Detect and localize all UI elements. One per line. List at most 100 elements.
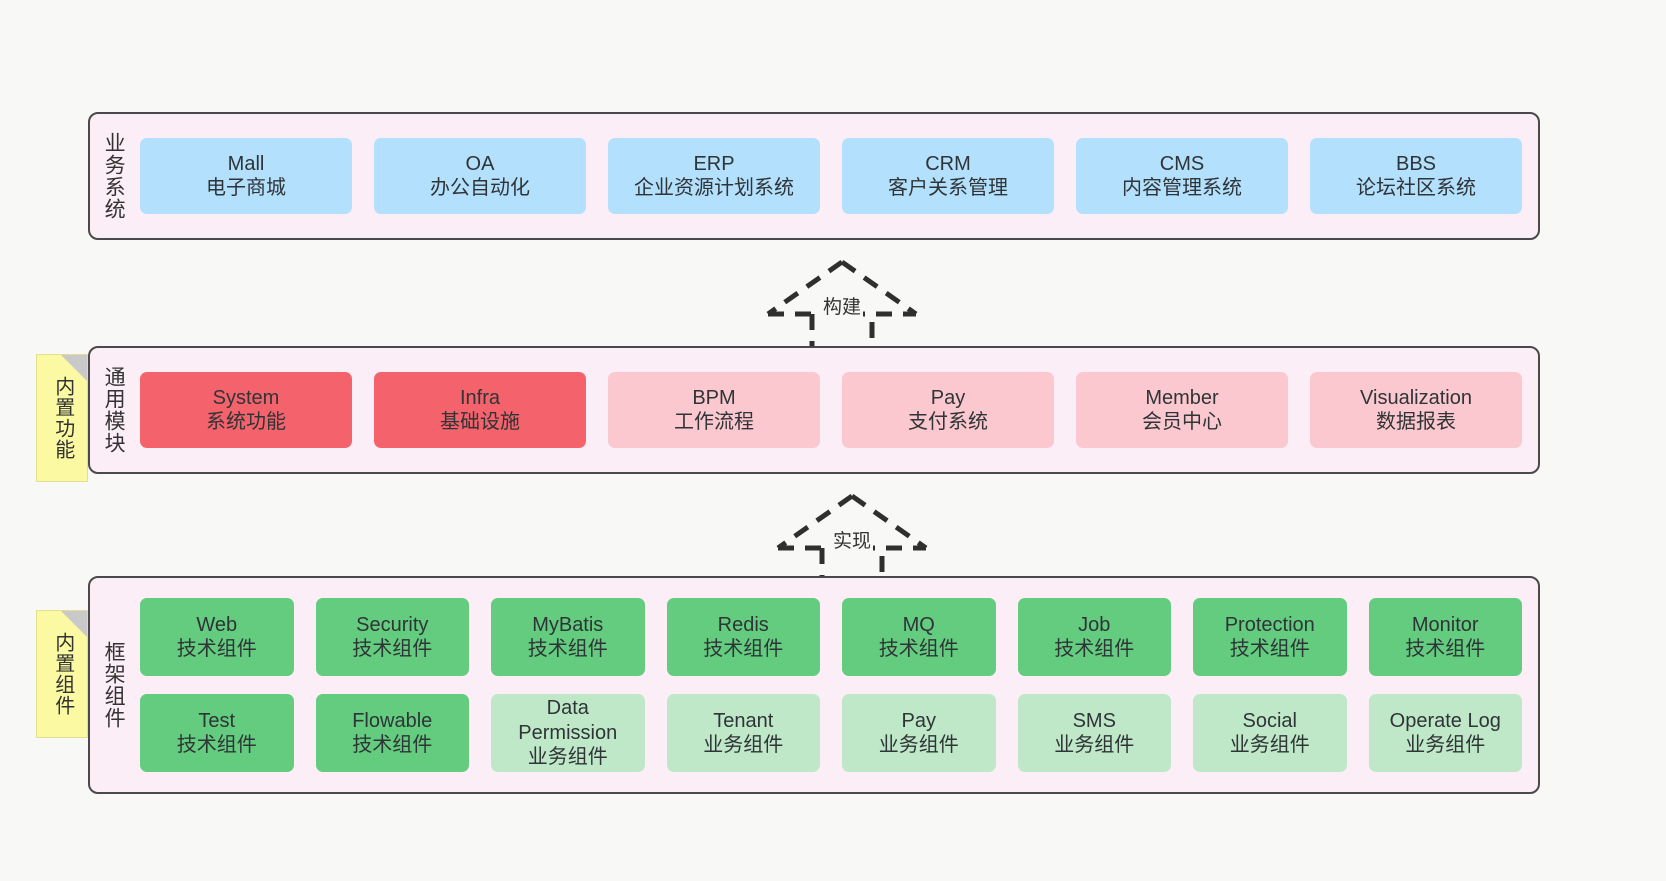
card-job[interactable]: Job 技术组件 [1017,598,1171,676]
card-title: Redis [717,613,769,636]
card-subtitle: 办公自动化 [430,177,530,199]
card-subtitle: 客户关系管理 [888,177,1008,199]
card-member[interactable]: Member 会员中心 [1076,372,1288,448]
card-flowable[interactable]: Flowable 技术组件 [315,694,469,772]
card-title: Mall [227,152,265,175]
card-data-permission[interactable]: Data Permission 业务组件 [491,694,645,772]
card-title: BPM [692,386,736,409]
card-oa[interactable]: OA 办公自动化 [374,138,586,214]
layer-common-modules: 通用模块 System 系统功能 Infra 基础设施 BPM 工作流程 Pay… [88,346,1540,474]
card-title: Data Permission [518,697,618,744]
card-test[interactable]: Test 技术组件 [140,694,294,772]
card-subtitle: 论坛社区系统 [1356,177,1476,199]
card-title: CMS [1159,152,1205,175]
card-title: Social [1242,709,1297,732]
card-cms[interactable]: CMS 内容管理系统 [1076,138,1288,214]
connector-build: 构建 [752,256,932,354]
card-subtitle: 企业资源计划系统 [634,177,794,199]
card-row: System 系统功能 Infra 基础设施 BPM 工作流程 Pay 支付系统… [140,372,1522,448]
card-subtitle: 技术组件 [527,638,608,660]
card-bbs[interactable]: BBS 论坛社区系统 [1310,138,1522,214]
note-builtin-component: 内置组件 [36,610,88,738]
card-title: Flowable [352,709,433,732]
card-subtitle: 数据报表 [1376,411,1456,433]
card-subtitle: 技术组件 [878,638,959,660]
card-subtitle: 工作流程 [674,411,754,433]
card-title: Tenant [713,709,774,732]
card-subtitle: 会员中心 [1142,411,1222,433]
card-erp[interactable]: ERP 企业资源计划系统 [608,138,820,214]
card-title: Monitor [1411,613,1479,636]
card-protection[interactable]: Protection 技术组件 [1193,598,1347,676]
layer-body-common-modules: System 系统功能 Infra 基础设施 BPM 工作流程 Pay 支付系统… [136,348,1538,472]
card-pay-business[interactable]: Pay 业务组件 [842,694,996,772]
card-title: Member [1145,386,1219,409]
connector-label-implement: 实现 [830,526,874,553]
card-subtitle: 业务组件 [1229,734,1310,756]
layer-body-business-system: Mall 电子商城 OA 办公自动化 ERP 企业资源计划系统 CRM 客户关系… [136,114,1538,238]
card-subtitle: 内容管理系统 [1122,177,1242,199]
card-title: Web [196,613,238,636]
card-operate-log[interactable]: Operate Log 业务组件 [1368,694,1522,772]
layer-label-framework-components: 框架组件 [102,641,126,729]
card-subtitle: 技术组件 [352,638,433,660]
card-subtitle: 业务组件 [878,734,959,756]
card-crm[interactable]: CRM 客户关系管理 [842,138,1054,214]
card-title: Pay [901,709,936,732]
card-bpm[interactable]: BPM 工作流程 [608,372,820,448]
card-mall[interactable]: Mall 电子商城 [140,138,352,214]
note-builtin-function: 内置功能 [36,354,88,482]
card-system[interactable]: System 系统功能 [140,372,352,448]
card-subtitle: 技术组件 [1054,638,1135,660]
card-title: CRM [925,152,971,175]
card-title: Pay [930,386,966,409]
card-title: Protection [1224,613,1315,636]
card-security[interactable]: Security 技术组件 [315,598,469,676]
card-title: Visualization [1360,386,1472,409]
card-subtitle: 技术组件 [176,638,257,660]
card-subtitle: 业务组件 [1405,734,1486,756]
card-title: Test [198,709,236,732]
card-subtitle: 系统功能 [206,411,286,433]
card-sms[interactable]: SMS 业务组件 [1017,694,1171,772]
card-subtitle: 业务组件 [527,746,608,769]
layer-label-common-modules: 通用模块 [102,366,126,454]
card-monitor[interactable]: Monitor 技术组件 [1368,598,1522,676]
card-web[interactable]: Web 技术组件 [140,598,294,676]
card-mybatis[interactable]: MyBatis 技术组件 [491,598,645,676]
card-title: OA [465,152,495,175]
card-row: Mall 电子商城 OA 办公自动化 ERP 企业资源计划系统 CRM 客户关系… [140,138,1522,214]
card-subtitle: 技术组件 [1229,638,1310,660]
card-mq[interactable]: MQ 技术组件 [842,598,996,676]
card-subtitle: 技术组件 [352,734,433,756]
card-subtitle: 技术组件 [176,734,257,756]
card-title: Operate Log [1389,709,1501,732]
layer-business-system: 业务系统 Mall 电子商城 OA 办公自动化 ERP 企业资源计划系统 CRM… [88,112,1540,240]
card-social[interactable]: Social 业务组件 [1193,694,1347,772]
card-title: MyBatis [532,613,604,636]
card-title: MQ [902,613,935,636]
card-subtitle: 业务组件 [1054,734,1135,756]
card-row: Web 技术组件 Security 技术组件 MyBatis 技术组件 Redi… [140,598,1522,676]
card-title: Job [1078,613,1111,636]
card-title: ERP [693,152,735,175]
card-subtitle: 业务组件 [703,734,784,756]
card-visualization[interactable]: Visualization 数据报表 [1310,372,1522,448]
card-subtitle: 基础设施 [440,411,520,433]
card-tenant[interactable]: Tenant 业务组件 [666,694,820,772]
card-subtitle: 电子商城 [206,177,286,199]
card-subtitle: 技术组件 [1405,638,1486,660]
note-fold-corner-icon [61,355,87,381]
card-row: Test 技术组件 Flowable 技术组件 Data Permission … [140,694,1522,772]
layer-framework-components: 框架组件 Web 技术组件 Security 技术组件 MyBatis 技术组件… [88,576,1540,794]
card-infra[interactable]: Infra 基础设施 [374,372,586,448]
note-fold-corner-icon [61,611,87,637]
card-title: BBS [1395,152,1437,175]
card-subtitle: 支付系统 [908,411,988,433]
card-title: Security [356,613,429,636]
card-redis[interactable]: Redis 技术组件 [666,598,820,676]
card-title: Infra [459,386,501,409]
layer-label-business-system: 业务系统 [102,132,126,220]
card-pay[interactable]: Pay 支付系统 [842,372,1054,448]
